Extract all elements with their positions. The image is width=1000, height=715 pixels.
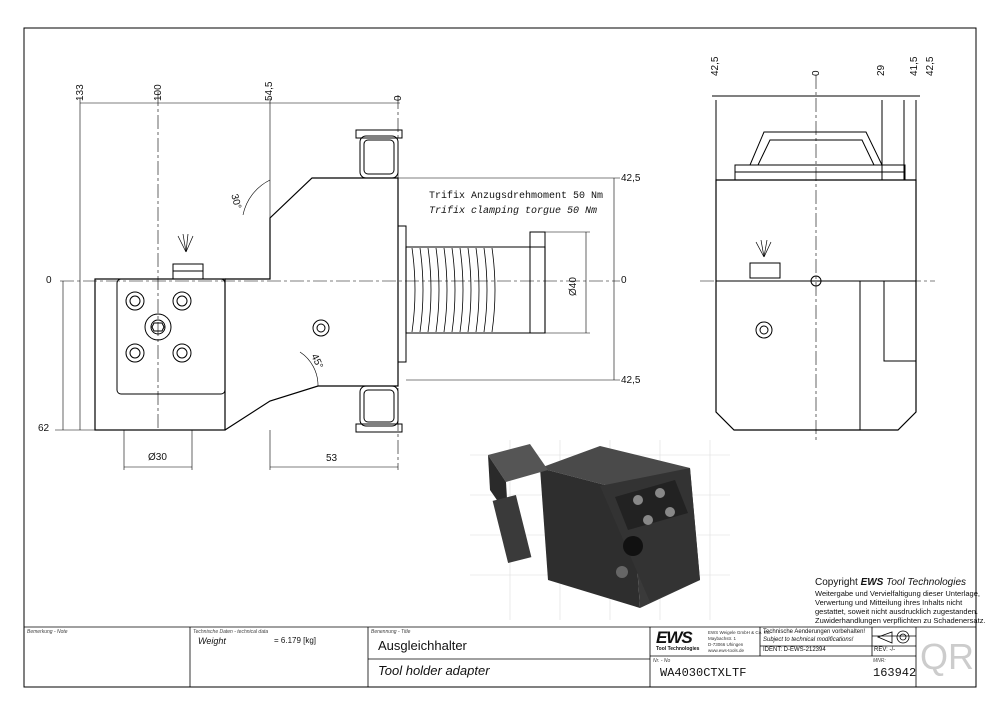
title-block-lines <box>24 626 976 687</box>
dim-42-5-bot: 42,5 <box>621 375 641 386</box>
revision: REV: -/- <box>874 647 896 653</box>
title-label: Benennung - Title <box>371 629 411 635</box>
copyright-line-4: Zuwiderhandlungen verpflichten zu Schade… <box>815 616 986 625</box>
dim-133: 133 <box>75 84 86 101</box>
dim-62: 62 <box>38 423 50 434</box>
dim-53: 53 <box>326 453 338 464</box>
side-spray-symbol <box>755 239 772 258</box>
copyright-prefix: Copyright <box>815 577 861 588</box>
mnr-label: MNR: <box>873 658 886 664</box>
side-dim-41-5: 41,5 <box>909 56 920 76</box>
torque-note-de: Trifix Anzugsdrehmoment 50 Nm <box>429 191 604 202</box>
side-dim-29: 29 <box>876 64 887 76</box>
company-line-1: EWS Weigele GmbH & Co. KG <box>708 630 771 635</box>
title-english: Tool holder adapter <box>378 663 490 678</box>
dim-100: 100 <box>153 84 164 101</box>
company-line-4: www.ews-tools.de <box>708 648 745 653</box>
dim-42-5-top: 42,5 <box>621 173 641 184</box>
company-line-2: Maybachstr. 1 <box>708 636 737 641</box>
copyright-line-3: gestattet, soweit nicht ausdrucklich zug… <box>815 607 979 616</box>
dim-0-left: 0 <box>46 275 52 286</box>
change-note-de: Technische Aenderungen vorbehalten! <box>763 629 866 635</box>
mnr-number: 163942 <box>873 666 917 680</box>
dim-54-5: 54,5 <box>264 81 275 101</box>
part-number-label: Nr. - No <box>653 658 671 664</box>
dim-dia-30: Ø30 <box>148 452 167 463</box>
coolant-spray-symbol <box>177 233 194 253</box>
side-view <box>712 95 920 431</box>
title-german: Ausgleichhalter <box>378 638 467 653</box>
copyright-suffix: Tool Technologies <box>883 577 967 588</box>
projection-symbol <box>876 630 910 644</box>
front-dimension-lines <box>55 98 620 470</box>
weight-label: Weight <box>198 636 226 646</box>
ews-logo-sub: Tool Technologies <box>656 646 700 652</box>
ident-number: IDENT: D-EWS-212394 <box>763 647 826 653</box>
torque-note-en: Trifix clamping torgue 50 Nm <box>429 206 598 217</box>
center-lines <box>60 75 935 470</box>
dim-dia-40: Ø40 <box>568 277 579 296</box>
sheet-border <box>23 27 977 688</box>
copyright-brand: EWS <box>860 577 884 588</box>
copyright-line-1: Weitergabe und Vervielfaltigung dieser U… <box>815 589 980 598</box>
side-dim-42-5-right: 42,5 <box>925 56 936 76</box>
qr-placeholder: QR <box>920 636 974 677</box>
change-note-en: Subject to technical modifications! <box>763 637 854 643</box>
copyright-line-2: Verwertung und Mitteilung ihres Inhalts … <box>815 598 963 607</box>
note-label: Bemerkung - Note <box>27 629 68 635</box>
company-line-3: D-73066 Uhingen <box>708 642 744 647</box>
ews-logo: EWS <box>656 628 693 647</box>
side-dim-42-5-left: 42,5 <box>710 56 721 76</box>
weight-value: = 6.179 [kg] <box>274 636 317 645</box>
part-number: WA4030CTXLTF <box>660 666 747 680</box>
copyright-title: Copyright EWS Tool Technologies <box>815 577 966 588</box>
dim-0-top: 0 <box>393 95 404 101</box>
dim-0-right: 0 <box>621 275 627 286</box>
side-dim-0: 0 <box>811 70 822 76</box>
tech-data-label: Technische Daten - technical data <box>193 629 269 635</box>
isometric-render <box>470 440 730 620</box>
